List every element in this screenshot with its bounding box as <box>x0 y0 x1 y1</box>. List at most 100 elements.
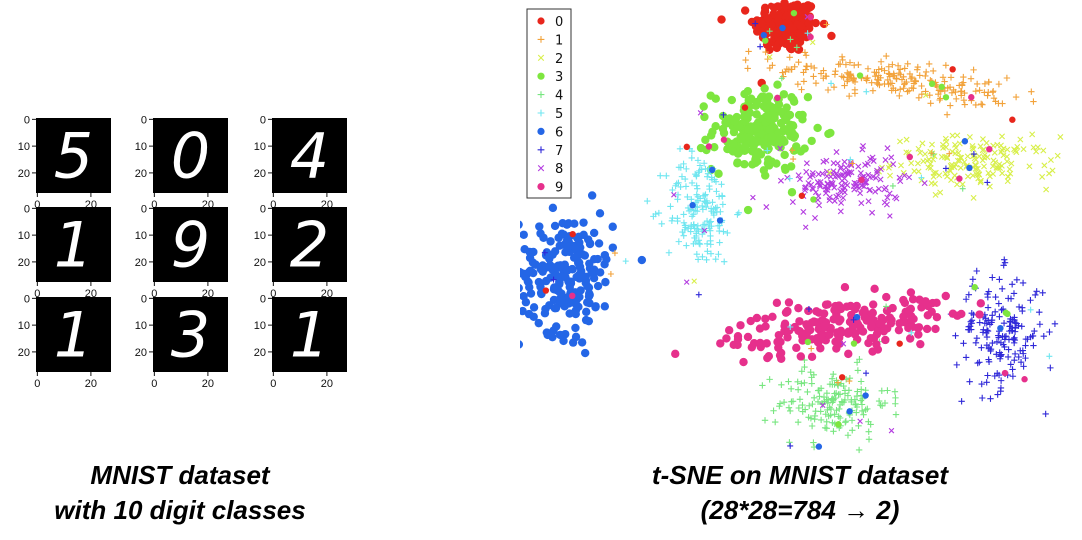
point-digit-5 <box>688 213 696 220</box>
point-digit-5 <box>1046 353 1053 360</box>
point-digit-6 <box>593 281 603 291</box>
point-digit-2 <box>971 155 978 162</box>
point-digit-4 <box>806 402 813 409</box>
point-digit-1 <box>800 69 807 76</box>
point-digit-7 <box>863 370 870 377</box>
point-digit-7 <box>1036 309 1043 316</box>
point-digit-7 <box>1005 346 1012 353</box>
point-digit-6 <box>608 243 618 252</box>
point-digit-9 <box>819 309 829 318</box>
point-digit-9 <box>807 33 814 41</box>
point-digit-7 <box>1019 304 1026 311</box>
point-digit-2 <box>937 189 944 196</box>
point-digit-4 <box>878 402 886 409</box>
point-digit-8 <box>843 164 850 171</box>
point-digit-0 <box>796 30 806 40</box>
point-digit-1 <box>999 100 1006 107</box>
x-tick-label: 20 <box>85 378 97 390</box>
point-digit-2 <box>917 149 924 156</box>
point-digit-5 <box>693 251 701 258</box>
point-digit-4 <box>787 407 794 415</box>
point-digit-9 <box>868 300 878 309</box>
point-digit-2 <box>1033 148 1040 155</box>
point-digit-2 <box>915 145 922 152</box>
point-digit-6 <box>601 277 610 287</box>
legend-item-4: 4 <box>537 89 563 104</box>
point-digit-4 <box>854 367 862 374</box>
point-digit-9 <box>948 309 958 318</box>
point-digit-0 <box>796 22 806 31</box>
legend-label: 0 <box>555 15 563 30</box>
point-digit-4 <box>851 396 859 403</box>
point-digit-7 <box>969 276 977 283</box>
point-digit-8 <box>858 200 865 207</box>
point-digit-4 <box>827 405 835 413</box>
point-digit-5 <box>720 228 727 235</box>
point-digit-1 <box>878 65 885 73</box>
point-digit-5 <box>676 145 684 153</box>
point-digit-9 <box>882 292 891 302</box>
point-digit-7 <box>1046 328 1053 336</box>
point-digit-2 <box>992 159 999 166</box>
point-digit-1 <box>537 36 545 43</box>
point-digit-3 <box>780 137 789 147</box>
point-digit-7 <box>989 274 996 281</box>
point-digit-5 <box>680 211 687 218</box>
tsne-points <box>520 0 1064 454</box>
point-digit-9 <box>894 325 904 335</box>
y-tick-label: 0 <box>24 114 30 126</box>
point-digit-9 <box>858 176 865 184</box>
point-digit-5 <box>701 192 709 199</box>
legend-label: 5 <box>555 107 563 122</box>
point-digit-8 <box>844 169 851 176</box>
point-digit-6 <box>520 269 526 278</box>
point-digit-3 <box>759 101 768 111</box>
point-digit-1 <box>915 94 923 101</box>
point-digit-1 <box>922 88 929 95</box>
point-digit-9 <box>537 183 545 191</box>
y-tick-label: 0 <box>141 114 147 126</box>
point-digit-9 <box>795 317 804 326</box>
y-tick-label: 20 <box>254 257 266 269</box>
point-digit-4 <box>878 387 885 394</box>
point-digit-6 <box>997 324 1004 332</box>
digit-image-background <box>272 118 347 193</box>
point-digit-1 <box>992 98 999 105</box>
point-digit-9 <box>914 330 923 339</box>
point-digit-1 <box>960 79 967 86</box>
point-digit-2 <box>969 143 976 149</box>
point-digit-5 <box>710 205 717 213</box>
point-digit-2 <box>1000 152 1007 159</box>
point-digit-1 <box>947 74 955 81</box>
point-digit-8 <box>777 177 784 184</box>
point-digit-2 <box>1017 136 1024 143</box>
point-digit-9 <box>733 332 743 341</box>
point-digit-8 <box>890 161 897 168</box>
point-digit-7 <box>1017 359 1025 366</box>
point-digit-8 <box>875 185 882 192</box>
point-digit-1 <box>900 85 907 92</box>
point-digit-4 <box>858 386 865 393</box>
point-digit-7 <box>998 285 1006 292</box>
point-digit-8 <box>921 180 928 187</box>
point-digit-2 <box>767 54 773 60</box>
point-digit-4 <box>892 400 899 407</box>
y-tick-label: 20 <box>18 168 30 180</box>
point-digit-2 <box>981 151 988 158</box>
point-digit-6 <box>853 313 861 321</box>
point-digit-4 <box>778 75 785 82</box>
point-digit-1 <box>989 89 996 96</box>
point-digit-4 <box>537 91 545 98</box>
point-digit-9 <box>812 318 821 327</box>
point-digit-5 <box>703 240 711 248</box>
point-digit-3 <box>928 80 936 88</box>
point-digit-5 <box>688 179 696 187</box>
point-digit-3 <box>835 421 842 428</box>
point-digit-5 <box>718 192 726 199</box>
point-digit-7 <box>1042 410 1049 418</box>
series-digit-1 <box>742 48 1037 118</box>
point-digit-2 <box>1005 173 1011 180</box>
point-digit-2 <box>970 194 977 201</box>
